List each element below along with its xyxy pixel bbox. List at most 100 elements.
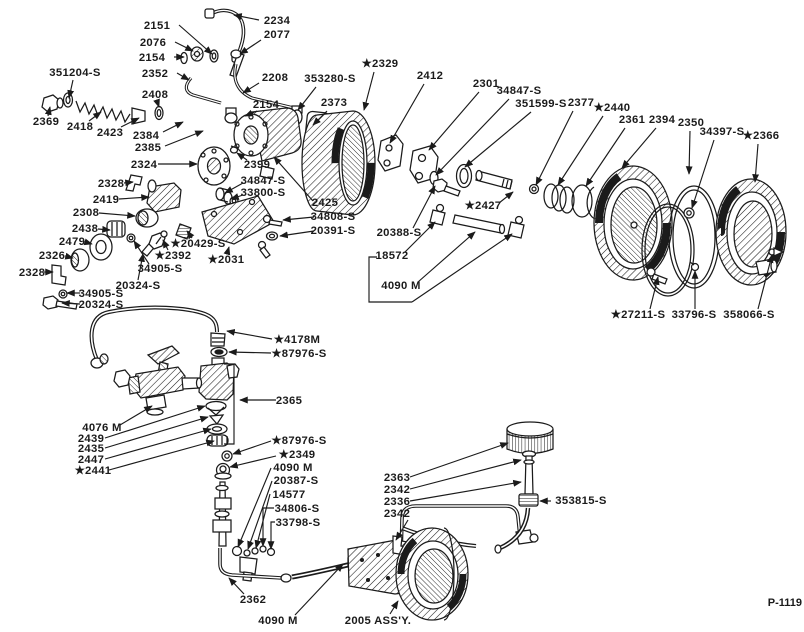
part-label-2441: ★2441: [75, 465, 112, 477]
part-label-33800S: 33800-S: [241, 187, 286, 199]
leader-line: [224, 182, 244, 194]
part-label-2342: 2342: [384, 508, 410, 520]
cone-2326: [70, 248, 90, 272]
leader-line: [389, 83, 425, 144]
part-label-2361: 2361: [619, 114, 645, 126]
stem-2342-2336: [521, 450, 537, 495]
master-cylinder-body: [224, 107, 302, 180]
filter-stem: [212, 481, 232, 547]
leader-line: [757, 254, 774, 310]
part-label-2365: 2365: [276, 395, 302, 407]
leader-line: [294, 563, 344, 616]
leader-line: [233, 13, 260, 21]
part-label-2385: 2385: [135, 142, 161, 154]
part-label-4090M: 4090 M: [381, 280, 420, 292]
anchor-pin-2427: [475, 169, 513, 190]
part-label-2326: 2326: [39, 250, 65, 262]
valve-2419: [146, 179, 182, 213]
leader-line: [368, 256, 412, 303]
leader-line: [230, 193, 244, 200]
plug-2438: [106, 220, 126, 238]
part-label-2447: 2447: [78, 454, 104, 466]
leader-line: [417, 231, 476, 283]
part-label-34847S: 34847-S: [497, 85, 542, 97]
leader-line: [174, 41, 194, 52]
part-label-34905S: 34905-S: [79, 288, 124, 300]
part-label-353815S: 353815-S: [555, 495, 607, 507]
part-label-2328: 2328: [19, 267, 45, 279]
leader-line: [409, 458, 522, 490]
part-label-4090M: 4090 M: [258, 615, 297, 627]
leader-line: [88, 111, 102, 122]
leader-line: [104, 415, 209, 449]
part-label-2208: 2208: [262, 72, 288, 84]
leader-line: [282, 215, 315, 223]
nipple-4178M: [210, 332, 226, 347]
part-label-34397S: 34397-S: [700, 126, 745, 138]
fuel-tap-4076M: [113, 345, 203, 416]
part-label-2369: 2369: [33, 116, 59, 128]
leader-line: [557, 115, 604, 186]
plug-358066: [768, 247, 785, 257]
part-label-2350: 2350: [678, 117, 704, 129]
part-label-2077: 2077: [264, 29, 290, 41]
leader-line: [428, 91, 480, 151]
boot-2423: [131, 107, 146, 125]
anchor-bracket-2031: [201, 195, 275, 245]
part-label-18572: 18572: [376, 250, 409, 262]
part-label-2352: 2352: [142, 68, 168, 80]
part-label-34905S: 34905-S: [138, 263, 183, 275]
part-label-2438: 2438: [72, 223, 98, 235]
part-label-2076: 2076: [140, 37, 166, 49]
part-label-87976S: ★87976-S: [271, 348, 326, 360]
part-label-2336: 2336: [384, 496, 410, 508]
part-label-2425: 2425: [312, 197, 338, 209]
leader-line: [242, 82, 260, 94]
leader-line: [133, 240, 150, 265]
leader-line: [279, 230, 315, 239]
part-label-2234: 2234: [264, 15, 291, 27]
washer-2479: [89, 233, 113, 261]
clamp-18572-left: [429, 203, 446, 226]
part-label-2408: 2408: [142, 89, 168, 101]
part-label-2427: ★2427: [465, 200, 502, 212]
ring-2408: [154, 105, 164, 121]
leader-line: [162, 239, 170, 251]
elbow-2328-lower: [51, 264, 67, 286]
nut-2377: [528, 183, 540, 195]
leader-line: [362, 71, 375, 111]
bolt-20388: [432, 178, 461, 197]
plate-2412: [377, 134, 404, 172]
part-label-2423: 2423: [97, 127, 123, 139]
leader-line: [44, 106, 52, 117]
part-label-2366: ★2366: [743, 130, 780, 142]
part-label-2031: ★2031: [208, 254, 245, 266]
leader-line: [232, 440, 272, 455]
tube-2208: [233, 63, 295, 110]
leader-line: [67, 79, 75, 99]
leader-line: [123, 179, 134, 187]
part-label-2301: 2301: [473, 78, 499, 90]
part-label-4090M: 4090 M: [273, 462, 312, 474]
part-label-2377: 2377: [568, 97, 594, 109]
part-label-2151: 2151: [144, 20, 170, 32]
leader-line: [404, 221, 436, 253]
tube-2352: [184, 76, 222, 105]
part-label-2435: 2435: [78, 443, 104, 455]
stud-34808: [262, 214, 283, 227]
leader-line: [409, 442, 509, 478]
gasket-2447: [206, 423, 228, 435]
leader-line: [108, 439, 215, 471]
brake-drum-2394: [593, 165, 673, 281]
leader-line: [237, 467, 272, 548]
leader-line: [186, 230, 195, 240]
part-label-20324S: 20324-S: [79, 299, 124, 311]
part-label-20324S: 20324-S: [116, 280, 161, 292]
leader-line: [649, 276, 660, 310]
leader-line: [226, 328, 273, 340]
leader-line: [498, 191, 514, 204]
hub-2324: [197, 146, 231, 186]
leader-line: [247, 480, 273, 550]
